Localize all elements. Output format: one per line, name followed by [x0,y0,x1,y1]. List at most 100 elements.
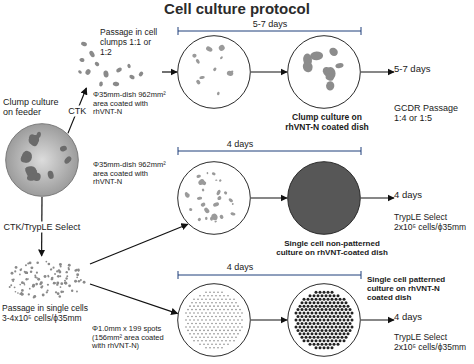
cell-colony [214,220,217,222]
single-cell [76,291,78,293]
single-cell [15,291,17,293]
coated-spot [231,337,233,339]
coated-spot [311,319,314,322]
coated-spot [347,305,350,308]
cell-clump [79,58,85,63]
single-cell [71,290,73,292]
coated-spot [233,333,235,335]
single-cell [48,263,51,266]
coated-spot [225,305,227,307]
single-cell [54,273,56,275]
duration-label: 4 days [227,139,254,149]
coated-spot [325,315,328,318]
coated-spot [341,308,344,311]
coated-spot [335,319,338,322]
coated-spot [219,295,221,297]
coated-spot [321,315,324,318]
single-cell [20,269,22,271]
passage-note: 4 daysTrypLE Select 2x10⁵ cells/ϕ35mm [394,312,470,352]
coated-spot [325,294,328,297]
single-cell [68,264,71,267]
coated-spot [329,294,332,297]
coated-spot [305,329,308,332]
single-cell [41,287,43,289]
cell-colony [211,172,216,176]
single-cell [52,267,54,269]
coated-spot [301,322,304,325]
coated-spot [351,325,354,328]
coated-spot [197,340,199,342]
cell-colony [325,73,335,82]
coated-spot [221,305,223,307]
coated-spot [213,340,215,342]
cell-colony [212,67,217,72]
cell-colony [215,180,217,181]
bracket-line [178,147,361,155]
coated-spot [301,329,304,332]
coated-spot [309,322,312,325]
coated-spot [199,330,201,332]
single-cell [25,278,27,280]
dish-outline [178,284,251,357]
coated-spot [193,305,195,307]
coated-spot [339,332,342,335]
coated-spot [213,319,215,321]
flow-arrow [251,197,287,198]
coated-spot [325,322,328,325]
coated-spot [351,319,354,322]
coated-spot [193,312,195,314]
cell-clump [127,63,132,68]
cell-colony [328,46,340,58]
coated-spot [317,315,320,318]
coated-spot [347,332,350,335]
coated-spot [203,337,205,339]
cell-colony [197,217,202,222]
coated-spot [225,340,227,342]
cell-colony [47,170,55,179]
single-cell [45,261,47,263]
cell-colony [20,155,29,163]
cell-clump [94,61,100,67]
coated-spot [313,315,316,318]
coated-spot [299,319,302,322]
coated-spot [333,308,336,311]
coated-spot [301,301,304,304]
coated-spot [327,305,330,308]
flow-arrow [251,71,287,72]
dish-note: Φ1.0mm x 199 spots (156mm² area coated w… [92,325,174,351]
coated-spot [217,305,219,307]
coated-spot [307,319,310,322]
cell-colony [197,196,203,200]
duration-label: 5-7 days [253,19,288,29]
bracket-line [178,271,361,279]
coated-spot [203,295,205,297]
coated-spot [223,330,225,332]
coated-spot [211,316,213,318]
coated-spot [197,326,199,328]
coated-spot [323,325,326,328]
coated-spot [313,322,316,325]
single-cell [35,283,38,286]
coated-spot [219,302,221,304]
coated-spot [227,309,229,311]
coated-spot [327,291,330,294]
coated-spot [219,330,221,332]
coated-spot [213,298,215,300]
coated-spot [337,301,340,304]
coated-spot [323,312,326,315]
coated-spot [333,343,336,346]
coated-spot [309,294,312,297]
coated-spot [301,336,304,339]
coated-spot [319,298,322,301]
cell-clump [138,71,144,77]
dish-outline [288,36,361,109]
coated-spot [199,309,201,311]
coated-spot [195,323,197,325]
coated-spot [307,298,310,301]
coated-spot [303,305,306,308]
single-cell [21,292,23,294]
coated-spot [221,319,223,321]
cell-colony [232,203,234,205]
coated-spot [229,298,231,300]
coated-spot [217,326,219,328]
